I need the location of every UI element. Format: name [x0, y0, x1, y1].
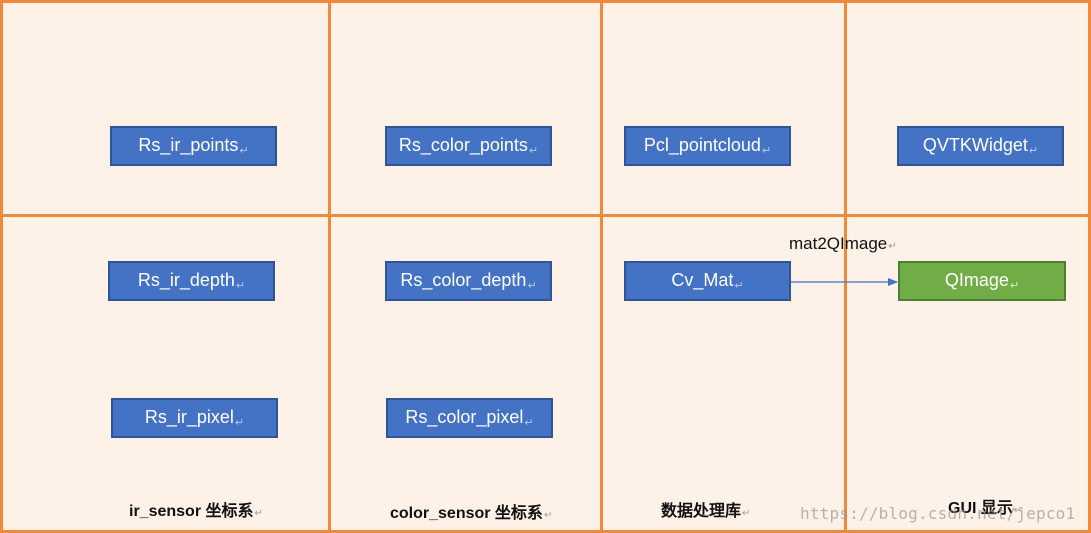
node-label: Cv_Mat: [671, 271, 743, 292]
node-label: Rs_color_pixel: [405, 408, 533, 429]
caption-color-sensor: color_sensor 坐标系: [390, 499, 552, 523]
grid-border-col-3: [844, 0, 847, 533]
caption-gui: GUI 显示: [948, 494, 1022, 518]
grid-border-right: [1088, 0, 1091, 533]
grid-border-col-1: [328, 0, 331, 533]
watermark-url: https://blog.csdn.net/jepco1: [800, 504, 1076, 523]
node-qimage: QImage: [898, 261, 1066, 301]
node-rs-color-depth: Rs_color_depth: [385, 261, 552, 301]
node-pcl-pointcloud: Pcl_pointcloud: [624, 126, 791, 166]
grid-border-col-2: [600, 0, 603, 533]
node-label: Rs_ir_pixel: [145, 408, 244, 429]
node-qvtkwidget: QVTKWidget: [897, 126, 1064, 166]
node-label: Rs_color_points: [399, 136, 538, 157]
grid-border-bottom: [0, 530, 1091, 533]
grid-border-middle: [0, 214, 1091, 217]
edge-label-mat2qimage: mat2QImage: [789, 234, 897, 254]
grid-border-top: [0, 0, 1091, 3]
caption-data-lib: 数据处理库: [661, 497, 750, 521]
node-rs-color-points: Rs_color_points: [385, 126, 552, 166]
node-label: QVTKWidget: [923, 136, 1038, 157]
node-rs-ir-pixel: Rs_ir_pixel: [111, 398, 278, 438]
grid-border-left: [0, 0, 3, 533]
node-label: Rs_color_depth: [400, 271, 536, 292]
node-label: Rs_ir_depth: [138, 271, 245, 292]
node-label: QImage: [945, 271, 1019, 292]
caption-ir-sensor: ir_sensor 坐标系: [129, 497, 263, 521]
node-cv-mat: Cv_Mat: [624, 261, 791, 301]
node-label: Rs_ir_points: [138, 136, 248, 157]
node-rs-ir-points: Rs_ir_points: [110, 126, 277, 166]
node-rs-ir-depth: Rs_ir_depth: [108, 261, 275, 301]
node-rs-color-pixel: Rs_color_pixel: [386, 398, 553, 438]
node-label: Pcl_pointcloud: [644, 136, 771, 157]
